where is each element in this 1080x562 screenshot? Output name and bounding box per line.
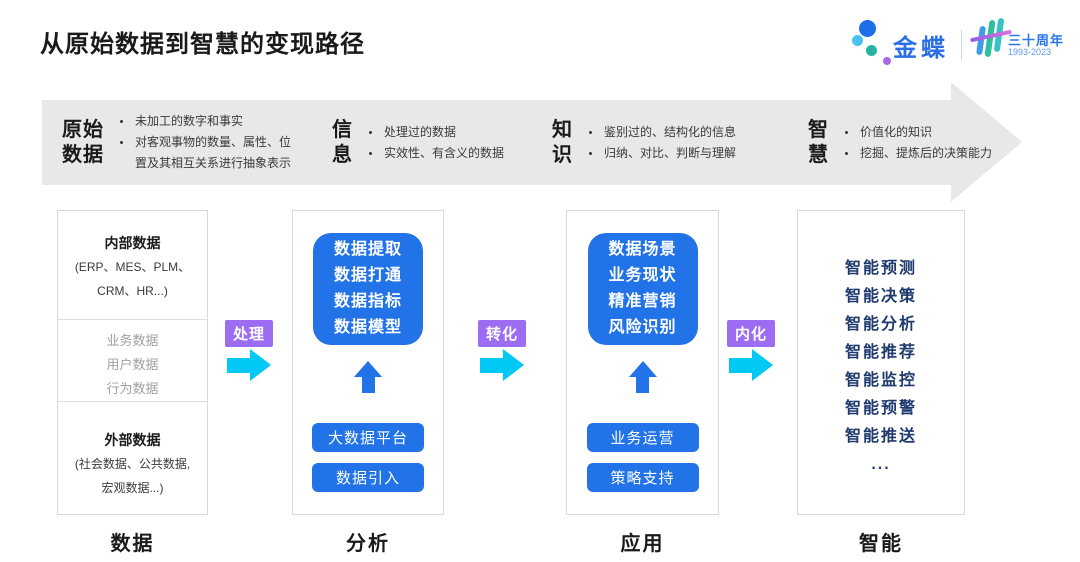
logo-dot-icon — [883, 57, 891, 65]
big-data-platform-badge: 大数据平台 — [312, 423, 424, 452]
brand-name: 金蝶 — [893, 35, 949, 62]
stage-raw-data: 原始数据 未加工的数字和事实 对客观事物的数量、属性、位置及其相互关系进行抽象表… — [62, 100, 296, 185]
bullet-item: 鉴别过的、结构化的信息 — [589, 122, 736, 143]
list-item: 用户数据 — [106, 357, 159, 372]
bullet-dot-icon — [369, 151, 372, 155]
bullet-item: 归纳、对比、判断与理解 — [589, 143, 736, 164]
footer-label-data: 数据 — [110, 533, 155, 555]
section-title: 内部数据 — [104, 235, 161, 251]
list-item: 智能预测 — [844, 260, 917, 277]
column-intelligence-box: 智能预测 智能决策 智能分析 智能推荐 智能监控 智能预警 智能推送 ... — [797, 210, 965, 515]
section-external-data: 外部数据 (社会数据、公共数据, 宏观数据...) — [58, 402, 207, 514]
stage-wisdom: 智慧 价值化的知识 挖掘、提炼后的决策能力 — [808, 100, 992, 185]
stage-label: 信息 — [332, 118, 353, 166]
bullet-item: 处理过的数据 — [369, 122, 504, 143]
footer-label-analysis: 分析 — [346, 533, 390, 555]
bullet-item: 对客观事物的数量、属性、位置及其相互关系进行抽象表示 — [120, 132, 296, 174]
bullet-dot-icon — [589, 151, 592, 155]
footer-label-application: 应用 — [620, 533, 665, 555]
right-arrow-icon — [480, 349, 524, 381]
connector-process-label: 处理 — [225, 320, 273, 347]
list-item: ... — [871, 456, 891, 473]
column-application-box: 数据场景 业务现状 精准营销 风险识别 业务运营 策略支持 — [566, 210, 719, 515]
analysis-card: 数据提取 数据打通 数据指标 数据模型 — [313, 233, 423, 345]
bullet-item: 价值化的知识 — [845, 122, 992, 143]
right-arrow-icon — [227, 349, 271, 381]
page-title: 从原始数据到智慧的变现路径 — [40, 31, 365, 58]
strategy-support-badge: 策略支持 — [586, 463, 699, 492]
business-operation-badge: 业务运营 — [586, 423, 699, 452]
up-arrow-icon — [628, 361, 657, 393]
dikw-banner — [42, 100, 952, 185]
connector-internalize-label: 内化 — [727, 320, 775, 347]
column-analysis-box: 数据提取 数据打通 数据指标 数据模型 大数据平台 数据引入 — [292, 210, 444, 515]
logo-dot-icon — [866, 45, 877, 56]
list-item: 智能监控 — [844, 372, 917, 389]
anniversary-mark-icon — [970, 17, 1012, 61]
list-item: 智能决策 — [844, 288, 917, 305]
column-data-box: 内部数据 (ERP、MES、PLM、 CRM、HR...) 业务数据 用户数据 … — [57, 210, 208, 515]
stage-label: 智慧 — [808, 118, 829, 166]
stage-knowledge: 知识 鉴别过的、结构化的信息 归纳、对比、判断与理解 — [552, 100, 736, 185]
list-item: 智能推送 — [844, 428, 917, 445]
bullet-dot-icon — [120, 141, 123, 144]
up-arrow-icon — [354, 361, 382, 393]
anniversary-years: 1993-2023 — [1008, 47, 1052, 57]
bullet-dot-icon — [845, 151, 848, 155]
bullet-item: 未加工的数字和事实 — [120, 111, 296, 132]
bullet-item: 挖掘、提炼后的决策能力 — [845, 143, 992, 164]
section-internal-data: 内部数据 (ERP、MES、PLM、 CRM、HR...) — [58, 211, 207, 320]
banner-arrowhead-icon — [951, 82, 1022, 202]
stage-information: 信息 处理过的数据 实效性、有含义的数据 — [332, 100, 504, 185]
stage-label: 知识 — [552, 118, 573, 166]
bullet-dot-icon — [589, 130, 592, 134]
bullet-dot-icon — [845, 130, 848, 134]
stage-label: 原始数据 — [62, 118, 104, 166]
logo-dot-icon — [852, 35, 863, 46]
section-title: 外部数据 — [104, 432, 161, 448]
bullet-item: 实效性、有含义的数据 — [369, 143, 504, 164]
list-item: 行为数据 — [106, 381, 159, 396]
anniversary-label: 三十周年 — [1008, 33, 1065, 48]
right-arrow-icon — [729, 349, 773, 381]
list-item: 智能分析 — [844, 316, 917, 333]
logo-divider — [961, 30, 962, 60]
bullet-dot-icon — [120, 120, 123, 123]
section-data-types: 业务数据 用户数据 行为数据 — [58, 320, 207, 402]
list-item: 智能推荐 — [844, 344, 917, 361]
list-item: 业务数据 — [106, 333, 159, 348]
application-card: 数据场景 业务现状 精准营销 风险识别 — [587, 233, 698, 345]
footer-label-intelligence: 智能 — [859, 533, 903, 555]
logo-dot-icon — [859, 20, 876, 37]
data-import-badge: 数据引入 — [312, 463, 424, 492]
list-item: 智能预警 — [844, 400, 917, 417]
bullet-dot-icon — [369, 130, 372, 134]
connector-transform-label: 转化 — [478, 320, 526, 347]
